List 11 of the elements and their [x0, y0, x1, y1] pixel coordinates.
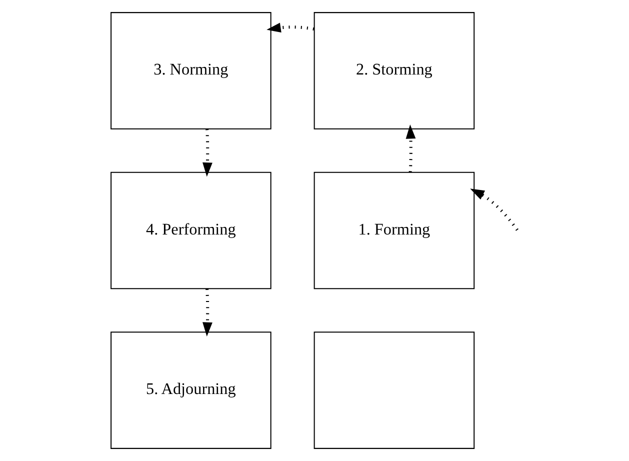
node-box: 4. Performing	[110, 172, 272, 290]
arrow	[470, 188, 518, 231]
node-box: 2. Storming	[314, 12, 475, 130]
arrow	[406, 124, 416, 172]
node-box: 5. Adjourning	[110, 332, 272, 449]
node-box: 1. Forming	[314, 172, 475, 290]
arrow	[202, 288, 212, 336]
arrow	[266, 22, 314, 33]
node-box	[314, 332, 475, 449]
arrow	[202, 129, 212, 177]
node-box: 3. Norming	[110, 12, 272, 130]
